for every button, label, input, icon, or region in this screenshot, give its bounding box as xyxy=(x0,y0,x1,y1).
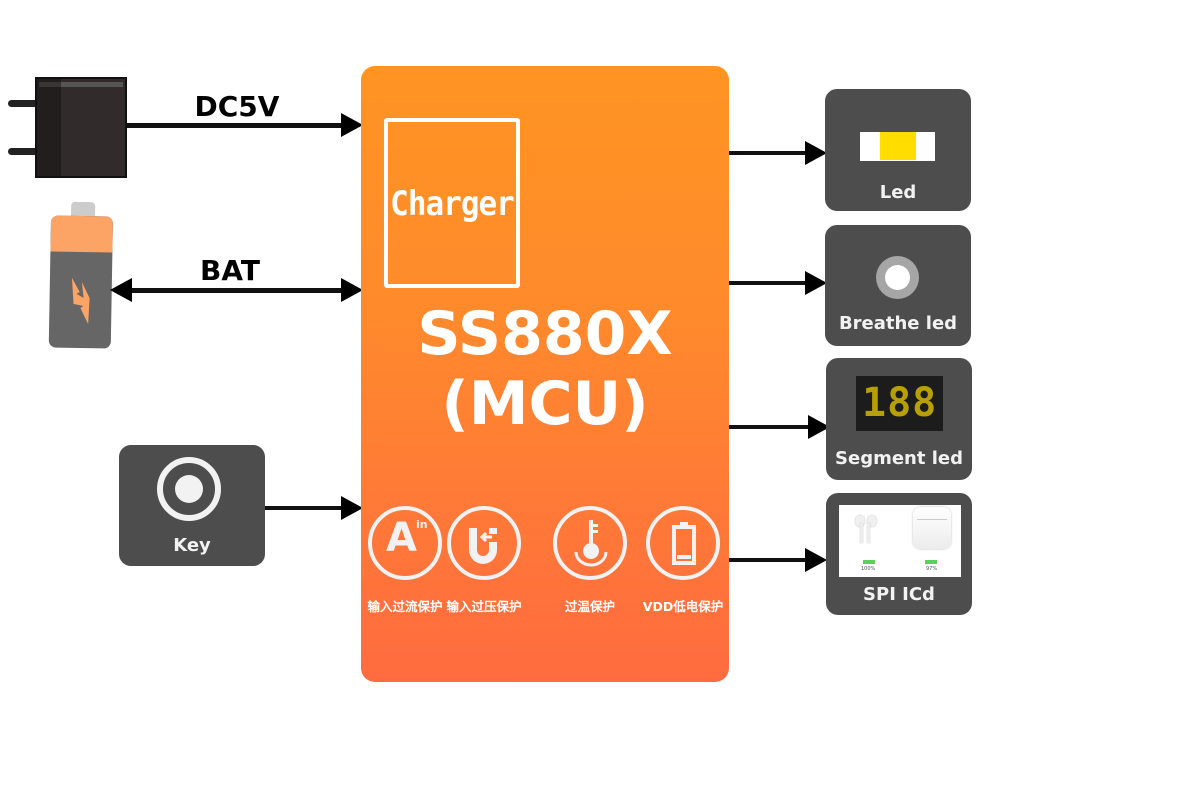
earbuds-case xyxy=(913,507,951,549)
low-battery-icon xyxy=(646,506,720,580)
led-icon xyxy=(860,132,935,161)
charger-label: Charger xyxy=(390,184,515,224)
key-label: Key xyxy=(173,535,211,556)
segment-digits: 188 xyxy=(862,380,938,426)
breathe-led-icon xyxy=(876,256,919,299)
protection-label: 输入过压保护 xyxy=(446,599,522,614)
spi-icd-connector xyxy=(729,558,814,562)
segment-display-icon: 188 xyxy=(856,376,943,431)
bat-connector xyxy=(126,288,344,293)
key-connector xyxy=(265,506,345,510)
breathe-led-connector xyxy=(729,281,814,285)
segment-led-arrowhead xyxy=(808,415,830,439)
case-battery-bar xyxy=(925,560,937,564)
charger-block: Charger xyxy=(384,118,520,288)
led-label: Led xyxy=(879,182,917,203)
thermometer-icon xyxy=(553,506,627,580)
protection-label: 过温保护 xyxy=(564,599,615,614)
protection-vdd-low: VDD低电保护 xyxy=(638,506,728,615)
segment-led-connector xyxy=(729,425,817,429)
bat-arrowhead-left xyxy=(110,278,132,302)
output-spi-icd[interactable]: 100% 97% SPI ICd xyxy=(826,493,972,615)
output-led[interactable]: Led xyxy=(825,89,971,211)
mcu-block: Charger SS880X (MCU) A in 输入过流保护 输入过压保护 xyxy=(361,66,729,682)
bat-arrowhead-right xyxy=(341,278,363,302)
mcu-title-type: (MCU) xyxy=(441,369,649,439)
dc5v-arrowhead xyxy=(341,113,363,137)
segment-led-label: Segment led xyxy=(835,448,963,469)
key-arrowhead xyxy=(341,496,363,520)
ampere-letter: A xyxy=(386,515,417,561)
protection-label: VDD低电保护 xyxy=(642,599,724,614)
protection-input-overcurrent: A in 输入过流保护 xyxy=(360,506,450,615)
earbuds-battery-pct: 100% xyxy=(861,566,876,572)
protection-input-overvoltage: 输入过压保护 xyxy=(439,506,529,615)
battery-icon xyxy=(47,201,116,349)
breathe-led-arrowhead xyxy=(805,271,827,295)
dc5v-connector xyxy=(126,123,344,128)
earbuds-battery-bar xyxy=(863,560,875,564)
output-breathe-led[interactable]: Breathe led xyxy=(825,225,971,346)
breathe-led-label: Breathe led xyxy=(838,313,958,334)
spi-icd-label: SPI ICd xyxy=(863,584,935,605)
key-card[interactable]: Key xyxy=(119,445,265,566)
spi-icd-arrowhead xyxy=(805,548,827,572)
led-connector xyxy=(729,151,814,155)
protection-label: 输入过流保护 xyxy=(367,599,443,614)
dc5v-label: DC5V xyxy=(194,90,280,123)
output-segment-led[interactable]: 188 Segment led xyxy=(826,358,972,480)
mcu-title-chip: SS880X xyxy=(417,299,673,369)
earbud-right xyxy=(867,515,877,527)
case-battery-pct: 97% xyxy=(926,566,938,572)
earbuds-display-icon: 100% 97% xyxy=(839,505,961,577)
earbud-left xyxy=(855,515,865,527)
power-adapter-icon xyxy=(6,77,128,180)
input-overcurrent-icon: A in xyxy=(368,506,442,580)
bat-label: BAT xyxy=(200,254,260,287)
in-superscript: in xyxy=(416,518,428,531)
led-chip xyxy=(880,132,916,160)
button-icon xyxy=(157,457,221,521)
input-overvoltage-icon xyxy=(447,506,521,580)
protection-overtemperature: 过温保护 xyxy=(545,506,635,615)
led-arrowhead xyxy=(805,141,827,165)
